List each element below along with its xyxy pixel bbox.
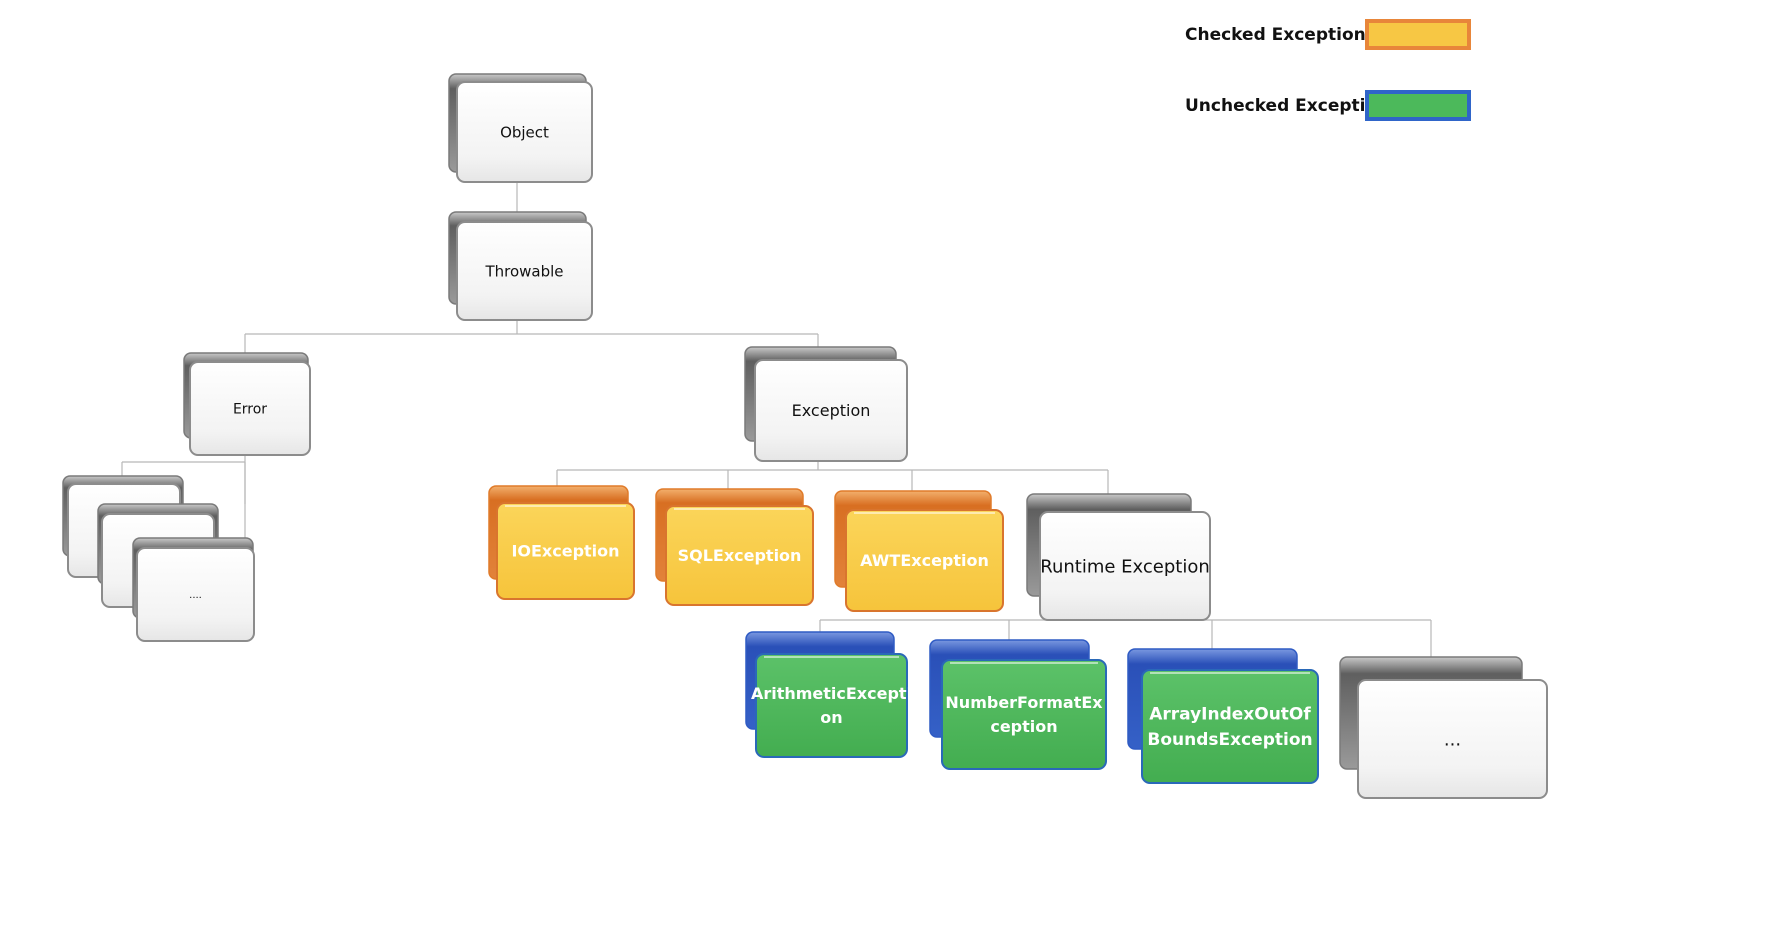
- node-front-card: [754, 359, 908, 462]
- node-label: ....: [189, 590, 202, 601]
- node-number-format-exception: NumberFormatEx ception: [929, 639, 1107, 770]
- legend-unchecked-label: Unchecked Exception: [1185, 96, 1389, 116]
- node-label: Runtime Exception: [1040, 556, 1210, 577]
- node-runtime-more: ...: [1339, 656, 1548, 799]
- legend-unchecked-swatch: [1365, 90, 1471, 121]
- node-label: Error: [233, 401, 267, 417]
- node-front-card: [665, 505, 814, 606]
- node-throwable: Throwable: [448, 211, 593, 321]
- node-front-card: [456, 221, 593, 321]
- connector-group: [121, 455, 246, 538]
- node-front-card: [845, 509, 1004, 612]
- node-front-card: [1357, 679, 1548, 799]
- node-label: BoundsException: [1147, 730, 1312, 750]
- connector-group: [819, 619, 1432, 657]
- node-sql-exception: SQLException: [655, 488, 814, 606]
- node-label: ception: [990, 717, 1057, 736]
- node-label: ...: [1444, 729, 1461, 750]
- node-label: Exception: [792, 401, 871, 420]
- node-label: ArrayIndexOutOf: [1149, 705, 1311, 725]
- connector-group: [556, 461, 1109, 494]
- node-error: Error: [183, 352, 311, 456]
- node-front-card: [189, 361, 311, 456]
- node-error-child-3: ....: [132, 537, 255, 642]
- legend-checked-label: Checked Exception: [1185, 25, 1366, 45]
- node-label: NumberFormatEx: [945, 693, 1103, 712]
- node-front-card: [496, 502, 635, 600]
- node-label: on: [820, 708, 842, 727]
- node-label: ArithmeticExcepti: [751, 684, 912, 703]
- legend: Checked Exception Unchecked Exception: [1185, 19, 1471, 121]
- node-front-card: [1039, 511, 1211, 621]
- connector-group: [244, 320, 819, 353]
- node-front-card: [456, 81, 593, 183]
- node-front-card: [136, 547, 255, 642]
- node-arithmetic-exception: ArithmeticExcepti on: [745, 631, 912, 758]
- node-awt-exception: AWTException: [834, 490, 1004, 612]
- node-front-card: [941, 659, 1107, 770]
- node-exception: Exception: [744, 346, 908, 462]
- node-label: AWTException: [860, 551, 989, 570]
- node-front-card: [1141, 669, 1319, 784]
- node-front-card: [755, 653, 908, 758]
- node-object: Object: [448, 73, 593, 183]
- node-label: SQLException: [678, 546, 802, 565]
- node-label: IOException: [511, 542, 619, 561]
- node-io-exception: IOException: [488, 485, 635, 600]
- node-label: Throwable: [484, 262, 563, 280]
- node-runtime-exception: Runtime Exception: [1026, 493, 1211, 621]
- node-label: Object: [500, 123, 549, 141]
- legend-checked-swatch: [1365, 19, 1471, 50]
